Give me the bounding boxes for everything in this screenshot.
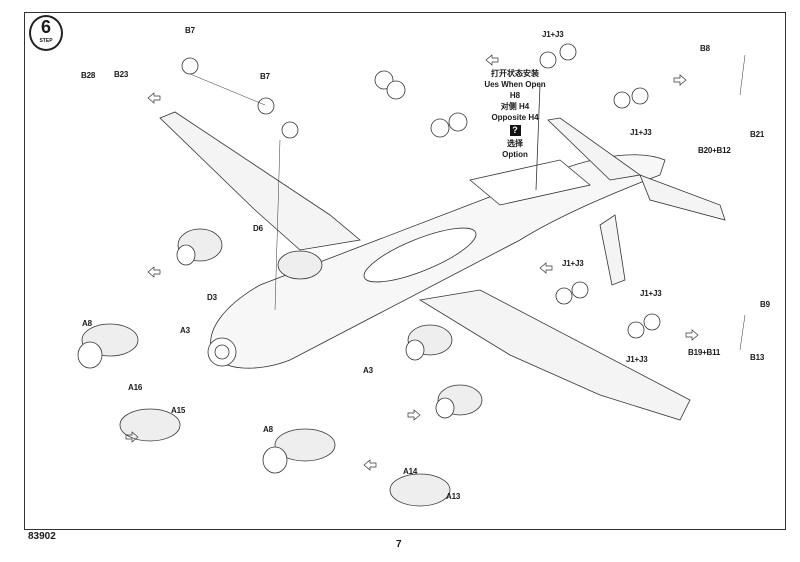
note-part-open: H8 xyxy=(509,91,521,100)
nose-cone-inner xyxy=(214,344,230,360)
antenna-h8 xyxy=(535,84,541,191)
right-wing xyxy=(418,289,691,421)
note-en-opposite: Opposite H4 xyxy=(491,113,539,122)
page-number: 7 xyxy=(396,539,402,550)
step-number: 6 xyxy=(40,17,51,37)
part-label: B21 xyxy=(750,130,765,139)
left-wing xyxy=(159,111,361,251)
cargo-bay xyxy=(469,159,591,206)
part-label: A14 xyxy=(403,467,418,476)
part-label: A3 xyxy=(180,326,190,335)
part-label: B7 xyxy=(185,26,195,35)
part-label: B7 xyxy=(260,72,270,81)
note-cn-opposite: 对侧 H4 xyxy=(500,102,530,111)
engines xyxy=(77,228,483,507)
part-label: B13 xyxy=(750,353,765,362)
part-label: J1+J3 xyxy=(542,30,564,39)
fuselage-pod xyxy=(363,227,477,283)
direction-arrows xyxy=(125,54,699,471)
horizontal-stabilizer-right xyxy=(639,174,726,221)
part-label: B28 xyxy=(81,71,96,80)
part-label: D6 xyxy=(253,224,263,233)
part-label: B9 xyxy=(760,300,770,309)
option-question-icon: ? xyxy=(509,125,521,136)
note-en-option: Option xyxy=(502,150,528,159)
part-label: B8 xyxy=(700,44,710,53)
vertical-fin xyxy=(599,214,626,286)
step-badge: 6 STEP xyxy=(29,15,63,51)
part-label: A8 xyxy=(82,319,92,328)
part-label: J1+J3 xyxy=(630,128,652,137)
page-frame xyxy=(24,12,786,530)
part-label: D3 xyxy=(207,293,217,302)
part-label: A15 xyxy=(171,406,186,415)
kit-code: 83902 xyxy=(28,531,56,542)
note-en-open: Ues When Open xyxy=(484,80,546,89)
part-label: J1+J3 xyxy=(626,355,648,364)
part-label: B23 xyxy=(114,70,129,79)
part-label: J1+J3 xyxy=(640,289,662,298)
part-label: J1+J3 xyxy=(562,259,584,268)
option-note: 打开状态安装 Ues When Open H8 对侧 H4 Opposite H… xyxy=(470,68,560,160)
nose-cone xyxy=(207,337,237,367)
part-label: A8 xyxy=(263,425,273,434)
part-label: A3 xyxy=(363,366,373,375)
part-label: A13 xyxy=(446,492,461,501)
part-label: B20+B12 xyxy=(698,146,731,155)
step-label: STEP xyxy=(39,38,53,44)
part-label: B19+B11 xyxy=(688,348,721,357)
note-cn-option: 选择 xyxy=(507,139,523,148)
landing-wheels xyxy=(181,43,661,339)
part-label: A16 xyxy=(128,383,143,392)
note-cn-open: 打开状态安装 xyxy=(491,69,539,78)
leader-lines xyxy=(189,54,746,351)
